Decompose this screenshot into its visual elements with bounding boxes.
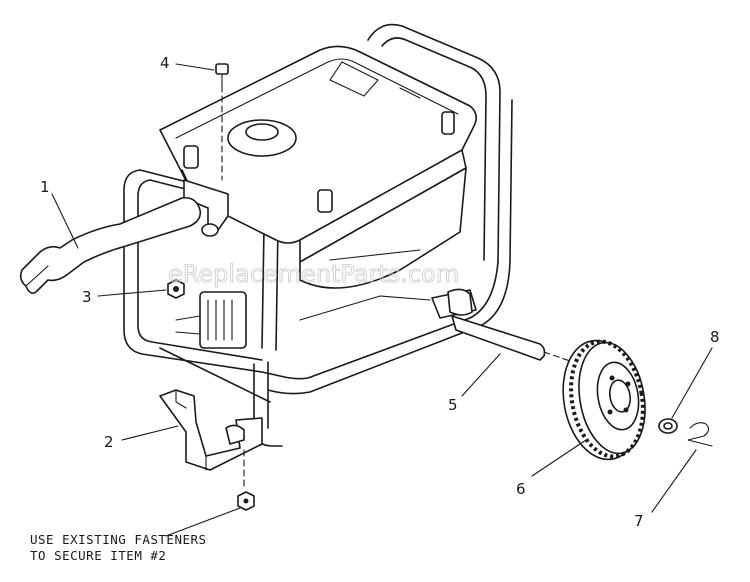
wheel-part bbox=[562, 339, 646, 461]
handle-part bbox=[19, 196, 219, 294]
callout-4: 4 bbox=[160, 54, 170, 72]
bracket-part bbox=[159, 389, 263, 471]
watermark-text: eReplacementParts.com bbox=[168, 260, 459, 288]
callout-8: 8 bbox=[710, 328, 720, 346]
callout-3: 3 bbox=[82, 288, 92, 306]
assembly-note: USE EXISTING FASTENERS TO SECURE ITEM #2 bbox=[30, 532, 207, 563]
callout-6: 6 bbox=[516, 480, 526, 498]
callout-5: 5 bbox=[448, 396, 458, 414]
callout-7: 7 bbox=[634, 512, 644, 530]
hitch-pin-part bbox=[687, 422, 713, 447]
leader-lines bbox=[51, 63, 713, 537]
callout-labels: 1 2 3 4 5 6 7 8 bbox=[40, 54, 720, 530]
note-line-1: USE EXISTING FASTENERS bbox=[30, 532, 207, 547]
callout-1: 1 bbox=[40, 178, 50, 196]
washer-part bbox=[658, 418, 678, 434]
nut-part-3 bbox=[167, 279, 185, 299]
note-line-2: TO SECURE ITEM #2 bbox=[30, 548, 166, 563]
bolt-part-4 bbox=[215, 63, 229, 181]
nut-part-bottom bbox=[237, 449, 255, 511]
engine-body bbox=[159, 45, 478, 349]
callout-2: 2 bbox=[104, 433, 114, 451]
grille-slots bbox=[207, 299, 233, 341]
